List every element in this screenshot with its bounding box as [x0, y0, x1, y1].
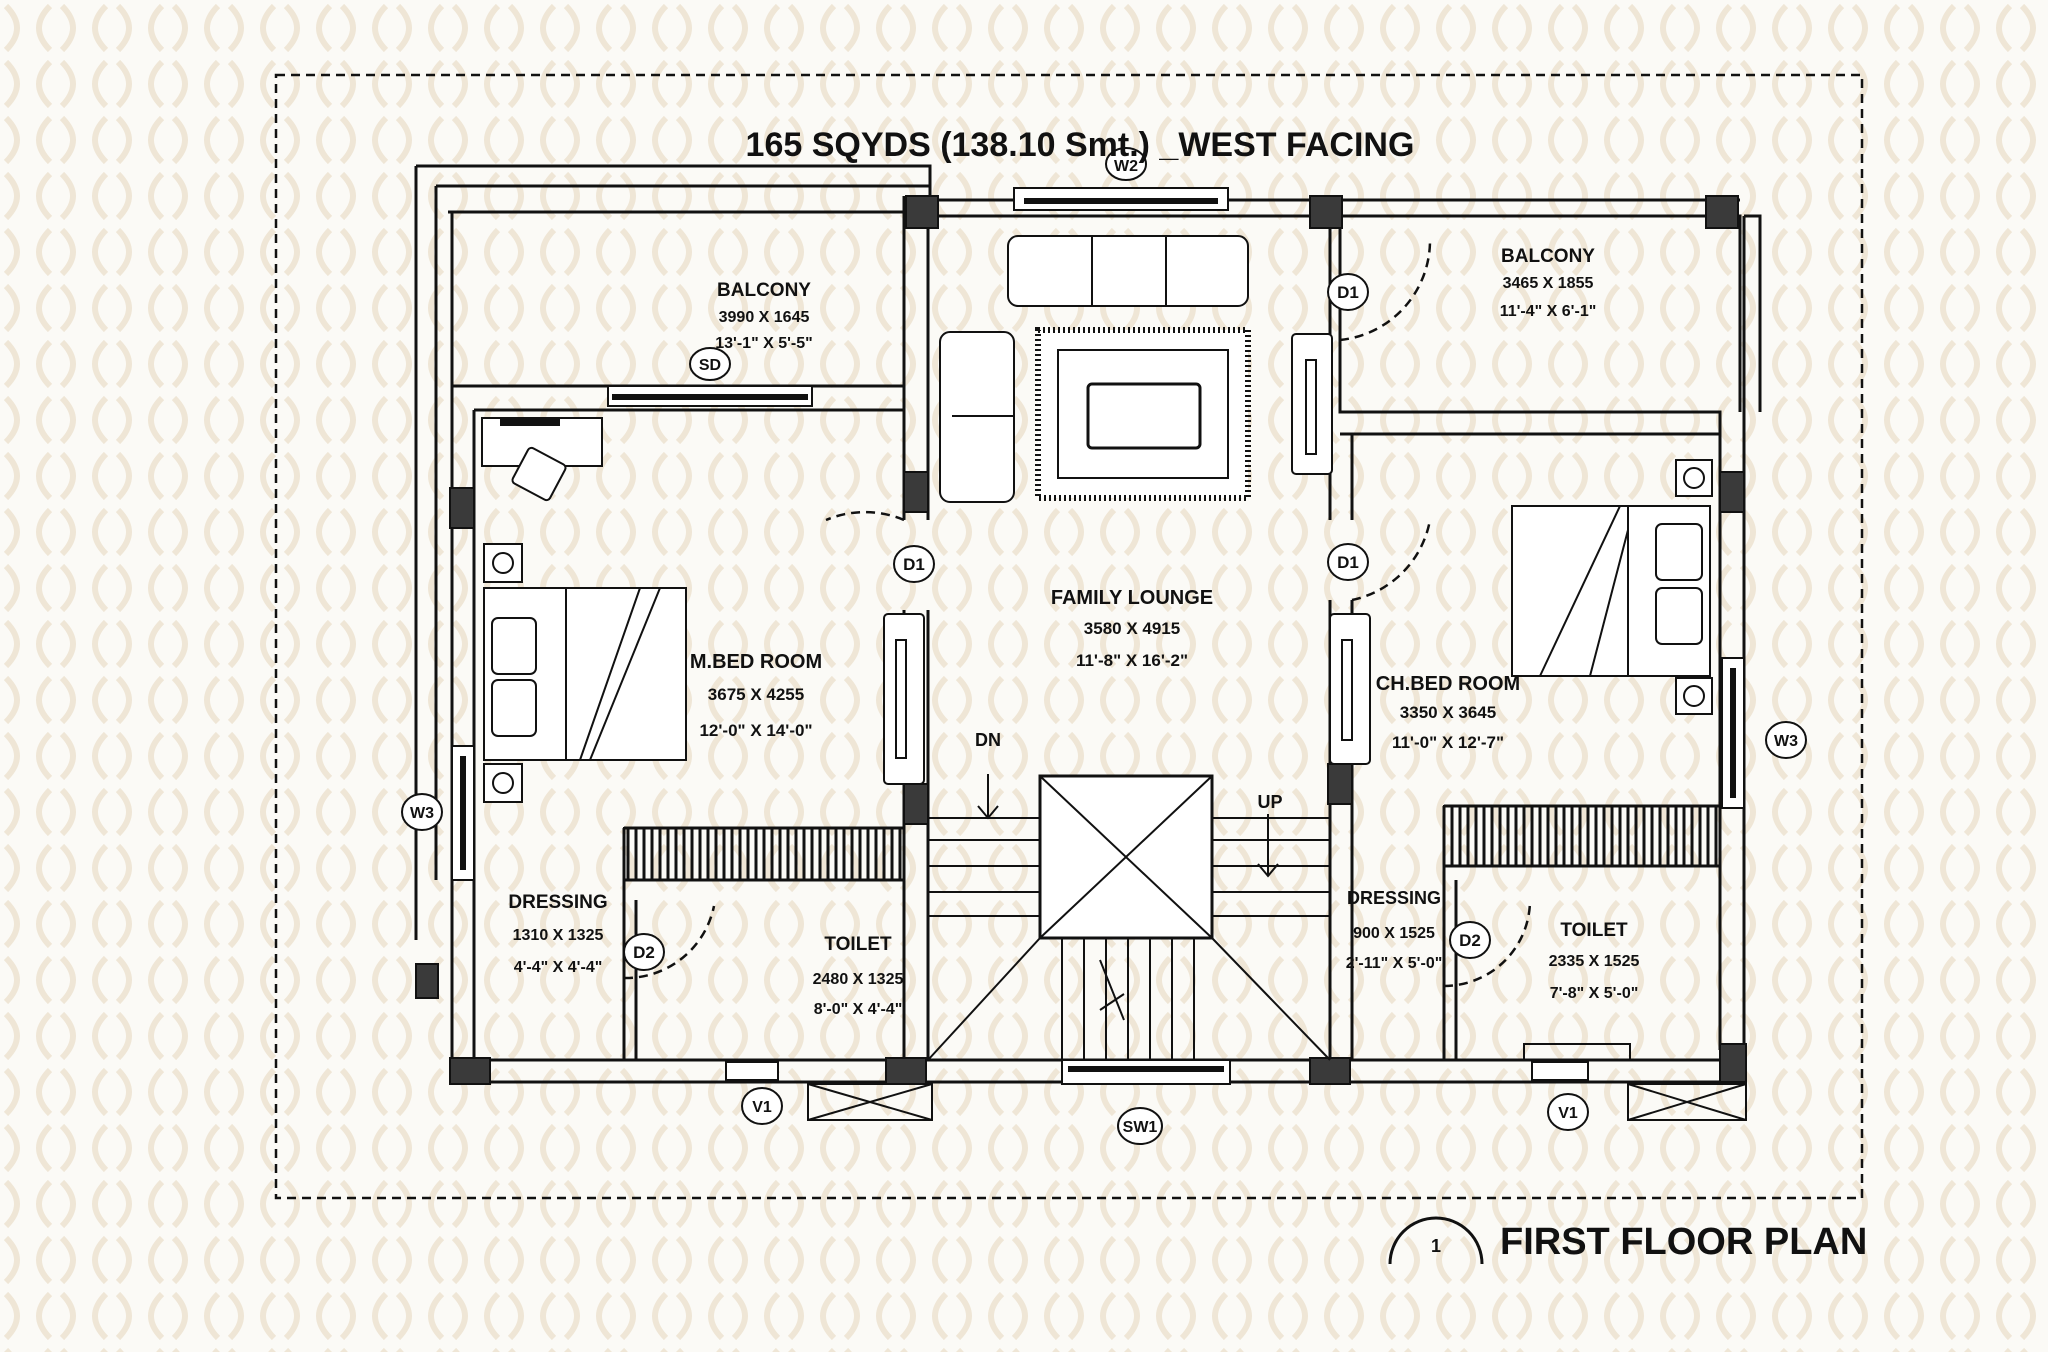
- room-child-bed: CH.BED ROOM 3350 X 3645 11'-0" X 12'-7": [1376, 673, 1520, 752]
- tag-v1-right: V1: [1558, 1105, 1578, 1122]
- room-imperial: 11'-0" X 12'-7": [1392, 733, 1504, 752]
- section-marker-arc: [1388, 1216, 1484, 1265]
- tag-d1-chbed: D1: [1337, 553, 1359, 572]
- room-toilet-right: TOILET 2335 X 1525 7'-8" X 5'-0": [1549, 920, 1640, 1002]
- room-metric: 900 X 1525: [1353, 925, 1435, 942]
- stair-dn-label: DN: [975, 730, 1001, 750]
- tag-w2: W2: [1114, 158, 1138, 175]
- room-metric: 1310 X 1325: [513, 927, 604, 944]
- room-master-bed: M.BED ROOM 3675 X 4255 12'-0" X 14'-0": [690, 651, 822, 740]
- room-family-lounge: FAMILY LOUNGE 3580 X 4915 11'-8" X 16'-2…: [1051, 587, 1213, 670]
- tag-sw1: SW1: [1123, 1119, 1158, 1136]
- room-metric: 3990 X 1645: [719, 309, 810, 326]
- room-metric: 3465 X 1855: [1503, 275, 1594, 292]
- drawing-title: 165 SQYDS (138.10 Smt.) _WEST FACING: [746, 126, 1415, 164]
- room-imperial: 12'-0" X 14'-0": [699, 721, 812, 740]
- room-imperial: 4'-4" X 4'-4": [514, 959, 603, 976]
- plot-boundary: [274, 73, 1864, 1200]
- room-name: DRESSING: [508, 892, 607, 913]
- room-name: TOILET: [1560, 920, 1628, 941]
- room-imperial: 7'-8" X 5'-0": [1550, 985, 1639, 1002]
- tag-sd: SD: [699, 357, 721, 374]
- tag-markers: [401, 147, 1807, 1145]
- room-dressing-right: DRESSING 900 X 1525 2'-11" X 5'-0": [1346, 888, 1443, 972]
- room-balcony-right: BALCONY 3465 X 1855 11'-4" X 6'-1": [1500, 246, 1597, 320]
- plan-title: FIRST FLOOR PLAN: [1500, 1221, 1867, 1263]
- room-name: TOILET: [824, 934, 892, 955]
- wardrobes: [623, 805, 1721, 881]
- room-imperial: 13'-1" X 5'-5": [715, 335, 813, 352]
- room-metric: 2335 X 1525: [1549, 953, 1640, 970]
- room-name: CH.BED ROOM: [1376, 673, 1520, 695]
- room-metric: 3675 X 4255: [708, 685, 804, 704]
- lounge-furniture: [939, 235, 1251, 503]
- tag-d2-left: D2: [633, 943, 655, 962]
- room-imperial: 8'-0" X 4'-4": [814, 1001, 903, 1018]
- windows: [451, 187, 1747, 1121]
- tag-d2-right: D2: [1459, 931, 1481, 950]
- master-bed-furniture: [481, 417, 687, 803]
- tag-w3-right: W3: [1774, 733, 1798, 750]
- room-imperial: 11'-8" X 16'-2": [1076, 651, 1188, 670]
- tag-w3-left: W3: [410, 805, 434, 822]
- room-balcony-left: BALCONY 3990 X 1645 13'-1" X 5'-5": [715, 280, 813, 352]
- room-name: BALCONY: [717, 280, 811, 301]
- room-dressing-left: DRESSING 1310 X 1325 4'-4" X 4'-4": [508, 892, 607, 976]
- room-metric: 3580 X 4915: [1084, 619, 1180, 638]
- tag-d1-mbed: D1: [903, 555, 925, 574]
- room-metric: 3350 X 3645: [1400, 703, 1496, 722]
- plan-number: 1: [1431, 1236, 1441, 1256]
- child-bed-furniture: [1511, 459, 1713, 715]
- room-toilet-left: TOILET 2480 X 1325 8'-0" X 4'-4": [813, 934, 904, 1018]
- room-imperial: 11'-4" X 6'-1": [1500, 303, 1597, 320]
- tag-d1-balcony: D1: [1337, 283, 1359, 302]
- room-name: BALCONY: [1501, 246, 1595, 267]
- room-name: DRESSING: [1347, 888, 1441, 908]
- staircase: [927, 774, 1331, 1061]
- tag-v1-left: V1: [752, 1099, 772, 1116]
- room-name: FAMILY LOUNGE: [1051, 587, 1213, 609]
- room-metric: 2480 X 1325: [813, 971, 904, 988]
- structural-columns: [415, 195, 1747, 1085]
- door-swings: [623, 239, 1532, 988]
- stair-up-label: UP: [1257, 792, 1282, 812]
- room-imperial: 2'-11" X 5'-0": [1346, 955, 1443, 972]
- room-name: M.BED ROOM: [690, 651, 822, 673]
